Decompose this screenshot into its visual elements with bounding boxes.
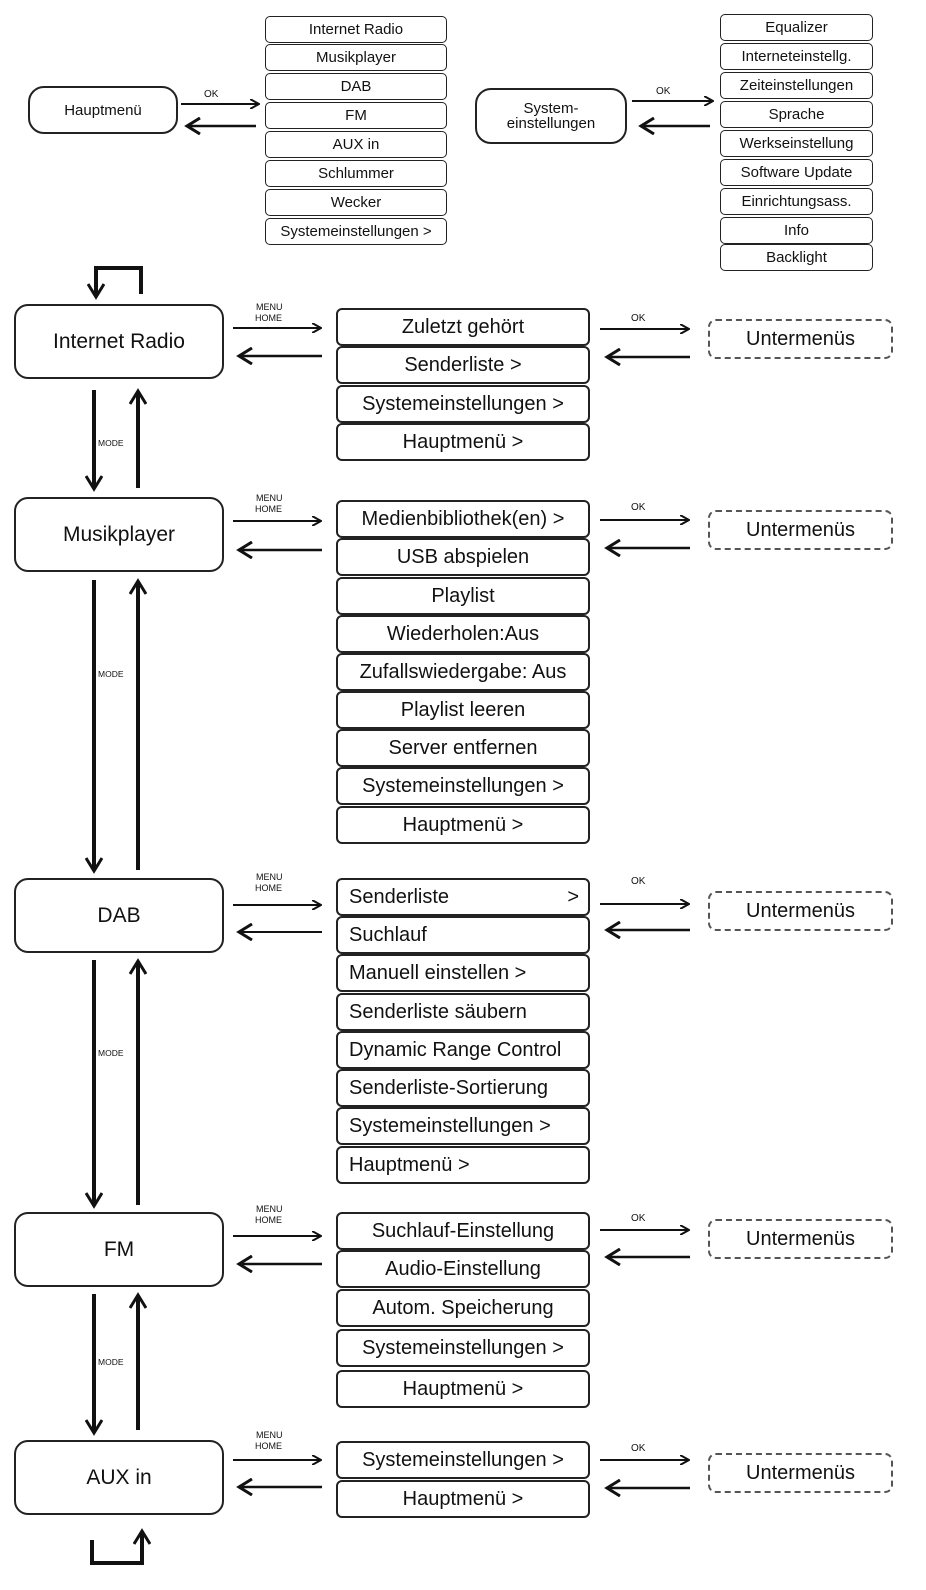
menu-item: Server entfernen [336, 729, 590, 767]
system-item: Werkseinstellung [720, 130, 873, 157]
loop-arrow-bottom [90, 1532, 142, 1565]
menu-item: Hauptmenü > [336, 1480, 590, 1518]
menu-item: Systemeinstellungen > [336, 1329, 590, 1367]
menu-item: Dynamic Range Control [336, 1031, 590, 1069]
system-item: Info [720, 217, 873, 244]
menu-item: Zuletzt gehört [336, 308, 590, 346]
system-item: Einrichtungsass. [720, 188, 873, 215]
ok-label: OK [204, 89, 219, 100]
system-item: Zeiteinstellungen [720, 72, 873, 99]
ok-label: OK [631, 1443, 646, 1454]
mode-arrows [94, 390, 138, 1432]
hauptmenu-item: Systemeinstellungen > [265, 218, 447, 245]
menu-item: Zufallswiedergabe: Aus [336, 653, 590, 691]
system-item: Equalizer [720, 14, 873, 41]
menu-item: Systemeinstellungen > [336, 767, 590, 805]
mode-aux-in: AUX in [14, 1440, 224, 1515]
menu-item-label: Senderliste [349, 885, 450, 908]
home-label: HOME [255, 504, 282, 514]
menu-item: Medienbibliothek(en) > [336, 500, 590, 538]
mode-internet-radio: Internet Radio [14, 304, 224, 379]
home-label: HOME [255, 883, 282, 893]
home-label: HOME [255, 1441, 282, 1451]
untermenus-box: Untermenüs [708, 1219, 893, 1259]
hauptmenu-box: Hauptmenü [28, 86, 178, 134]
menu-item: USB abspielen [336, 538, 590, 576]
menu-item: Senderliste-Sortierung [336, 1069, 590, 1107]
system-item: Interneteinstellg. [720, 43, 873, 70]
system-item: Software Update [720, 159, 873, 186]
menu-item: Autom. Speicherung [336, 1289, 590, 1327]
menu-label: MENU [256, 1430, 283, 1440]
untermenus-box: Untermenüs [708, 891, 893, 931]
mode-label: MODE [98, 438, 124, 448]
system-line-1: System- [523, 100, 579, 117]
untermenus-box: Untermenüs [708, 510, 893, 550]
systemeinstellungen-box: System- einstellungen [475, 88, 627, 144]
system-line-2: einstellungen [506, 115, 596, 132]
menu-item: Wiederholen:Aus [336, 615, 590, 653]
hauptmenu-item: DAB [265, 73, 447, 100]
ok-label: OK [631, 502, 646, 513]
menu-item: Hauptmenü > [336, 806, 590, 844]
menu-item: Playlist leeren [336, 691, 590, 729]
menu-arrows [233, 328, 690, 1488]
menu-item: Audio-Einstellung [336, 1250, 590, 1288]
menu-item: Hauptmenü > [336, 1370, 590, 1408]
hauptmenu-item: Schlummer [265, 160, 447, 187]
chevron-right-icon: > [567, 885, 579, 908]
hauptmenu-item: Internet Radio [265, 16, 447, 43]
menu-item: Hauptmenü > [336, 1146, 590, 1184]
mode-label: MODE [98, 669, 124, 679]
ok-label: OK [631, 1213, 646, 1224]
mode-musikplayer: Musikplayer [14, 497, 224, 572]
ok-label: OK [656, 86, 671, 97]
system-item: Backlight [720, 244, 873, 271]
untermenus-box: Untermenüs [708, 319, 893, 359]
ok-label: OK [631, 876, 646, 887]
menu-label: MENU [256, 493, 283, 503]
system-item: Sprache [720, 101, 873, 128]
menu-item: Senderliste säubern [336, 993, 590, 1031]
menu-label: MENU [256, 1204, 283, 1214]
home-label: HOME [255, 313, 282, 323]
menu-item: Systemeinstellungen > [336, 1441, 590, 1479]
home-label: HOME [255, 1215, 282, 1225]
menu-item: Manuell einstellen > [336, 954, 590, 992]
menu-item: Playlist [336, 577, 590, 615]
hauptmenu-item: FM [265, 102, 447, 129]
menu-item: Systemeinstellungen > [336, 385, 590, 423]
loop-arrow-top [96, 266, 143, 296]
menu-item: Senderliste > [336, 878, 590, 916]
menu-item: Suchlauf [336, 916, 590, 954]
menu-item: Hauptmenü > [336, 423, 590, 461]
menu-item: Systemeinstellungen > [336, 1107, 590, 1145]
mode-fm: FM [14, 1212, 224, 1287]
menu-label: MENU [256, 302, 283, 312]
untermenus-box: Untermenüs [708, 1453, 893, 1493]
hauptmenu-item: Musikplayer [265, 44, 447, 71]
menu-item: Senderliste > [336, 346, 590, 384]
hauptmenu-item: AUX in [265, 131, 447, 158]
top-arrows [181, 101, 712, 126]
ok-label: OK [631, 313, 646, 324]
mode-label: MODE [98, 1048, 124, 1058]
mode-dab: DAB [14, 878, 224, 953]
mode-label: MODE [98, 1357, 124, 1367]
menu-item: Suchlauf-Einstellung [336, 1212, 590, 1250]
hauptmenu-item: Wecker [265, 189, 447, 216]
menu-label: MENU [256, 872, 283, 882]
